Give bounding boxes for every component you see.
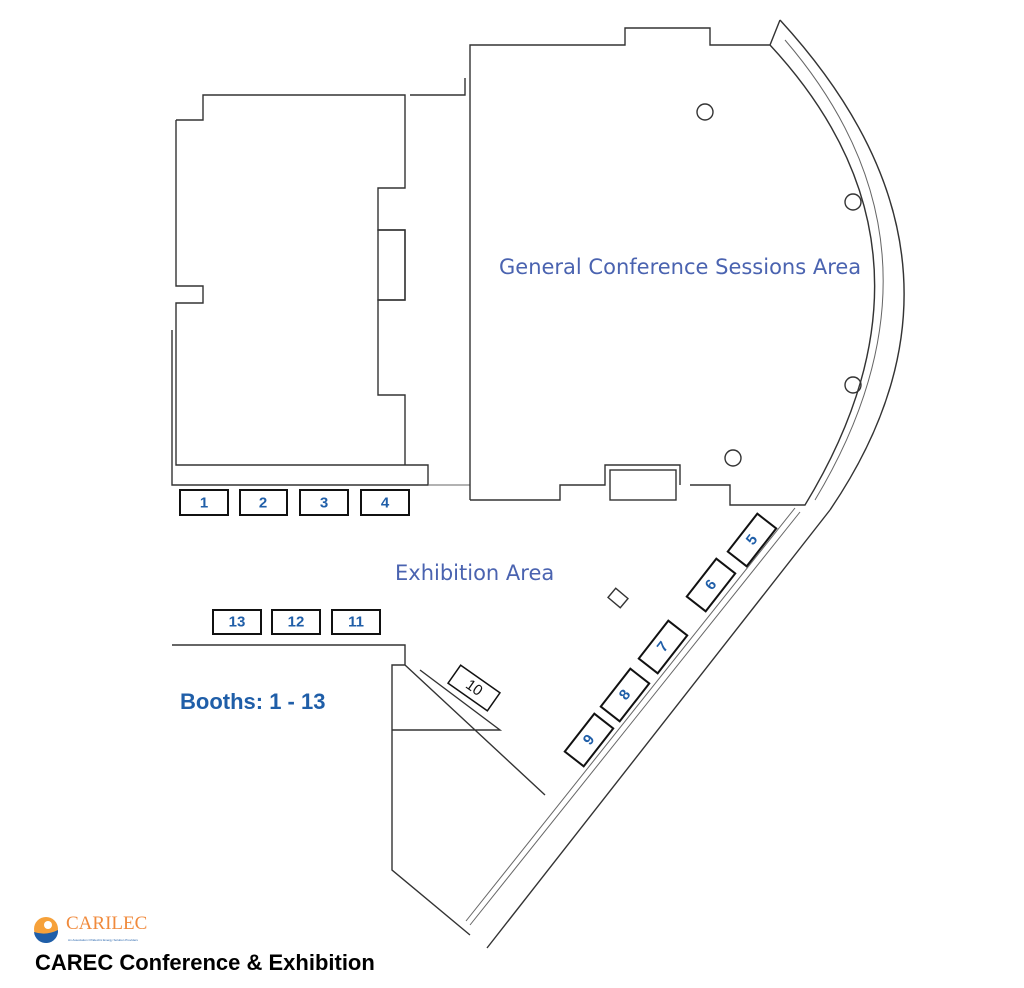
outer-diagonal-wall xyxy=(486,509,831,949)
pillar-box xyxy=(607,587,629,609)
booth-13[interactable]: 13 xyxy=(212,609,262,635)
conference-area-label: General Conference Sessions Area xyxy=(499,255,862,279)
booth-3[interactable]: 3 xyxy=(299,489,349,516)
booth-1[interactable]: 1 xyxy=(179,489,229,516)
exhibition-area-label: Exhibition Area xyxy=(395,561,555,585)
glass-diagonal xyxy=(469,511,801,926)
exhibition-boundary-wall xyxy=(172,644,546,936)
carilec-logo-icon xyxy=(34,917,59,944)
booth-11[interactable]: 11 xyxy=(331,609,381,635)
booth-9[interactable]: 9 xyxy=(563,712,615,768)
booth-4[interactable]: 4 xyxy=(360,489,410,516)
svg-text:1: 1 xyxy=(200,495,208,512)
outer-curve-wall xyxy=(779,19,905,511)
glass-curve xyxy=(784,39,884,501)
svg-text:4: 4 xyxy=(381,495,390,512)
carilec-logo: CARILEC An Association Of Electric Energ… xyxy=(34,913,148,942)
column xyxy=(724,449,742,467)
left-rooms-closet xyxy=(377,229,406,301)
column xyxy=(696,103,714,121)
column xyxy=(844,193,862,211)
logo-name: CARILEC xyxy=(66,913,148,934)
logo-tagline: An Association Of Electric Energy Soluti… xyxy=(68,938,138,942)
glass-diagonal-inner xyxy=(465,507,796,922)
booth-12[interactable]: 12 xyxy=(271,609,321,635)
left-rooms-wall xyxy=(171,94,429,486)
svg-text:3: 3 xyxy=(320,495,328,512)
svg-text:2: 2 xyxy=(259,495,267,512)
conference-hall-wall xyxy=(469,19,876,506)
booths-label: Booths: 1 - 13 xyxy=(180,689,326,714)
stage-box xyxy=(609,469,677,501)
booth-2[interactable]: 2 xyxy=(239,489,288,516)
svg-text:12: 12 xyxy=(288,614,305,631)
svg-text:11: 11 xyxy=(348,614,364,631)
booth-10[interactable]: 10 xyxy=(446,664,502,712)
booth-8[interactable]: 8 xyxy=(599,667,651,723)
booth-6[interactable]: 6 xyxy=(685,557,737,613)
booth-5[interactable]: 5 xyxy=(726,512,778,568)
svg-text:13: 13 xyxy=(229,614,246,631)
booth-7[interactable]: 7 xyxy=(637,619,689,675)
page-title: CAREC Conference & Exhibition xyxy=(35,950,375,975)
column xyxy=(844,376,862,394)
svg-text:10: 10 xyxy=(462,676,485,699)
door-icon xyxy=(410,78,466,96)
